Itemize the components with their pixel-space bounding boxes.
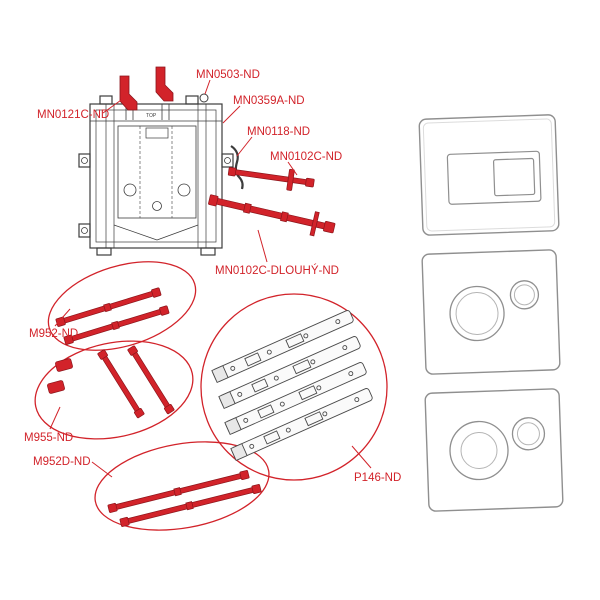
label-mn0118: MN0118-ND — [247, 126, 310, 138]
installation-frame — [78, 93, 234, 256]
frame-top-marking: TOP — [146, 113, 157, 119]
leader-mn0503 — [204, 79, 211, 95]
leader-lines — [49, 79, 372, 478]
rod-mn0102c-long — [208, 194, 336, 237]
frame-foot-right — [200, 247, 216, 256]
leader-m952 — [54, 308, 71, 327]
group-m952 — [47, 261, 197, 351]
ellipse-m952d — [94, 441, 270, 531]
frame-tab — [78, 223, 91, 238]
leader-m955 — [49, 406, 61, 430]
leader-p146 — [351, 445, 372, 469]
threaded-rod — [55, 287, 162, 327]
threaded-rod — [127, 345, 175, 415]
mounting-strip — [211, 310, 354, 384]
rod-mn0102c — [227, 167, 315, 191]
bracket-left — [119, 75, 138, 111]
frame-tab — [78, 153, 91, 168]
mounting-strip — [224, 362, 367, 436]
group-m955 — [34, 340, 194, 440]
mounting-strip — [230, 388, 373, 462]
flush-button-small — [509, 280, 540, 310]
flush-plate-rect-buttons — [418, 114, 560, 236]
frame-foot-left — [96, 247, 112, 256]
group-p146 — [200, 293, 388, 481]
label-mn0102c: MN0102C-ND — [270, 151, 342, 163]
leader-mn0102c-long — [257, 229, 268, 263]
group-m952d — [94, 441, 270, 531]
label-m955: M955-ND — [24, 432, 73, 444]
leader-m952d — [91, 461, 113, 478]
flush-button-small — [511, 417, 546, 451]
fitting — [55, 358, 73, 372]
frame-tab — [221, 153, 234, 168]
mounting-strip — [218, 336, 361, 410]
threaded-rod-long — [119, 484, 262, 527]
brackets-mn0121c — [119, 66, 174, 111]
threaded-rod-long — [107, 470, 250, 513]
label-mn0121c: MN0121C-ND — [37, 109, 109, 121]
bracket-right — [155, 66, 174, 102]
label-mn0359a: MN0359A-ND — [233, 95, 305, 107]
flush-plate-round-buttons-2 — [424, 388, 564, 512]
label-mn0102c-long: MN0102C-DLOUHÝ-ND — [215, 264, 339, 277]
ellipse-m955 — [34, 340, 194, 440]
leader-mn0102c — [287, 161, 298, 176]
flush-button-small — [492, 157, 536, 197]
circle-p146 — [200, 293, 388, 481]
flush-button-large — [446, 150, 542, 205]
flush-button-large — [449, 285, 505, 342]
label-m952: M952-ND — [29, 328, 78, 340]
ellipse-m952 — [47, 261, 197, 351]
leader-mn0121c — [102, 97, 125, 114]
flush-plate-round-buttons-1 — [421, 249, 561, 375]
threaded-rod — [63, 305, 170, 345]
leader-mn0359a — [222, 105, 241, 124]
fitting — [47, 380, 65, 394]
threaded-rod — [97, 349, 145, 419]
label-p146: P146-ND — [354, 472, 401, 484]
leader-mn0118 — [236, 136, 253, 157]
frame-outline — [89, 103, 223, 249]
flush-button-large — [449, 420, 509, 481]
cistern-outline — [117, 125, 197, 219]
screw-hole-mn0503 — [199, 93, 209, 103]
label-mn0503: MN0503-ND — [196, 69, 260, 81]
label-m952d: M952D-ND — [33, 456, 91, 468]
frame-inner-outline — [95, 109, 217, 243]
